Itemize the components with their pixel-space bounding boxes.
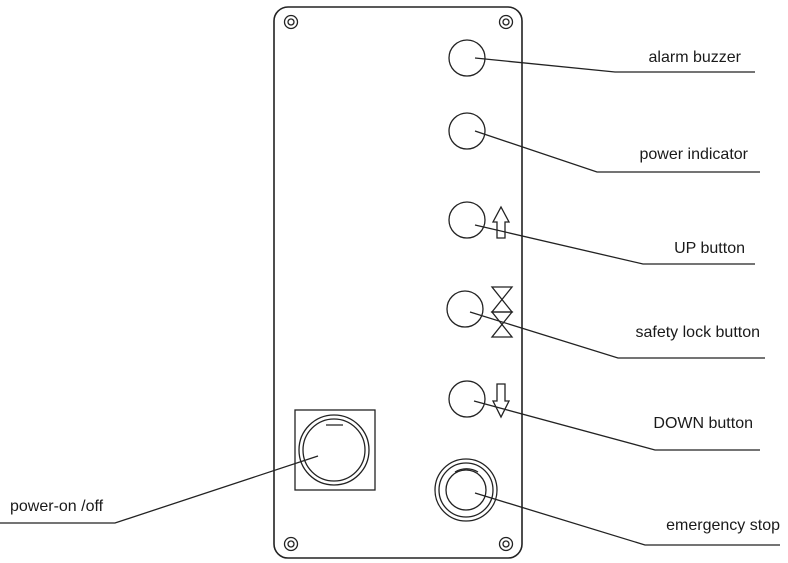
leader-line	[469, 311, 765, 359]
label-down-button: DOWN button	[653, 415, 753, 432]
alarm-buzzer	[448, 39, 486, 77]
leader-line	[474, 57, 755, 73]
up-arrow-icon	[491, 205, 511, 239]
emergency-stop-button[interactable]	[434, 458, 498, 522]
label-emergency-stop: emergency stop	[666, 517, 780, 534]
leader-line	[0, 455, 319, 524]
safety-lock-button[interactable]	[446, 290, 484, 328]
screw-icon	[283, 536, 299, 552]
safety-lock-icon	[490, 286, 514, 338]
screw-icon	[498, 536, 514, 552]
power-switch[interactable]	[294, 409, 376, 491]
label-safety-lock-button: safety lock button	[635, 324, 760, 341]
leader-line	[474, 224, 755, 265]
power-indicator-light	[448, 112, 486, 150]
screw-icon	[498, 14, 514, 30]
leader-line	[473, 400, 760, 451]
label-power-on-off: power-on /off	[10, 498, 104, 515]
screw-icon	[283, 14, 299, 30]
label-alarm-buzzer: alarm buzzer	[649, 49, 742, 66]
label-power-indicator: power indicator	[640, 146, 749, 163]
down-button[interactable]	[448, 380, 486, 418]
leader-line	[474, 130, 760, 173]
label-up-button: UP button	[674, 240, 745, 257]
leader-line	[474, 492, 780, 546]
up-button[interactable]	[448, 201, 486, 239]
control-panel-plate	[273, 6, 523, 559]
